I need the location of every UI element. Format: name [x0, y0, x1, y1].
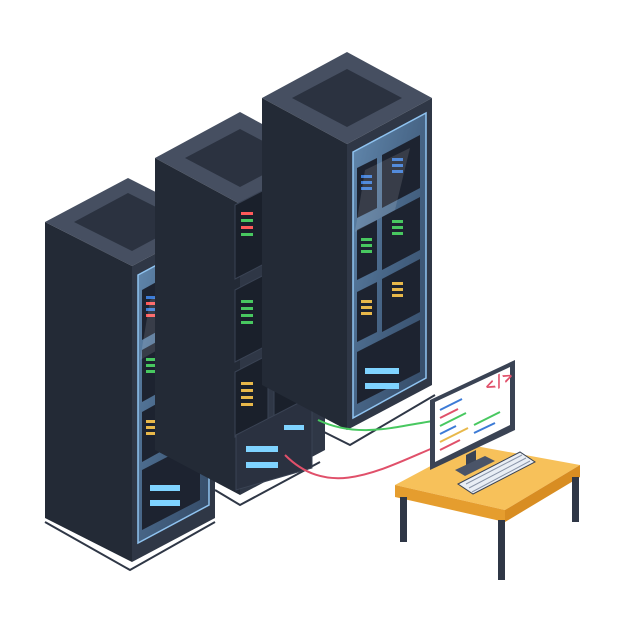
right-rack	[262, 52, 432, 430]
code-lines	[439, 398, 501, 451]
monitor: </>	[430, 360, 516, 476]
floor-shadow	[44, 394, 436, 572]
right-rack-leds	[361, 158, 403, 389]
cables	[284, 419, 441, 480]
desk	[395, 445, 580, 580]
red-cable	[284, 444, 441, 480]
keyboard	[457, 451, 536, 495]
green-cable	[317, 419, 441, 432]
